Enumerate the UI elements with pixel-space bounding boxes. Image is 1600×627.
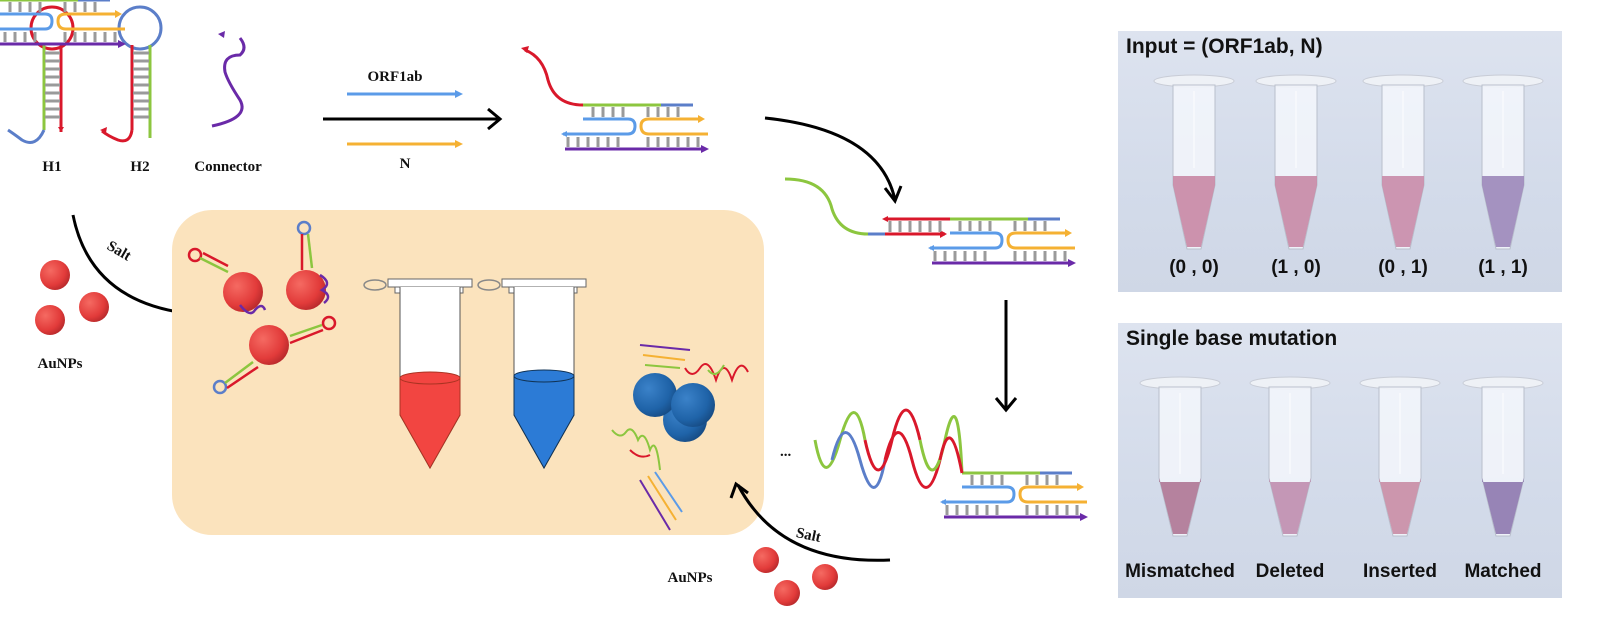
complex-middle: [784, 177, 1078, 269]
reaction-panel: [172, 210, 764, 535]
photo-panel-logic-inputs: Input = (ORF1ab, N) (0 , 0) (1 , 0) (0 , 1…: [1118, 31, 1562, 292]
curved-arrow-icon: [764, 116, 897, 201]
tube-photo: [1462, 376, 1544, 537]
curved-arrowhead-icon: [883, 185, 903, 205]
tube-photo: [1462, 74, 1544, 250]
salt-label-top: Salt: [104, 238, 134, 264]
tube-blue-aggregated: [477, 278, 587, 470]
salt-arrow-bottom-icon: [736, 484, 891, 562]
tube-photo: [1139, 376, 1221, 537]
h1-hairpin-icon: [7, 5, 75, 144]
tube-label: (0 , 0): [1169, 257, 1219, 278]
orf1ab-arrowhead-icon: [455, 90, 463, 98]
photo-panel-mutation: Single base mutation Mismatched Deleted In…: [1118, 323, 1562, 598]
aunp-cluster-bottom: [753, 547, 838, 606]
tube-label: (0 , 1): [1378, 257, 1428, 278]
tube-photo: [1362, 74, 1444, 250]
aggregated-aunps: [611, 344, 749, 531]
photo-panel-title: Input = (ORF1ab, N): [1126, 35, 1323, 58]
tube-photo: [1153, 74, 1235, 250]
h2-label: H2: [130, 159, 149, 175]
tube-label: (1 , 1): [1478, 257, 1528, 278]
aunp-icon: [35, 305, 65, 335]
down-arrowhead-icon: [994, 397, 1018, 413]
connector-label: Connector: [194, 159, 262, 175]
tube-photo: [1359, 376, 1441, 537]
aunps-label-left: AuNPs: [37, 356, 82, 372]
reaction-arrowhead-icon: [487, 107, 503, 131]
complex-bottom: [938, 471, 1090, 523]
salt-arrow-icon: [71, 214, 186, 315]
tube-photo: [1249, 376, 1331, 537]
n-arrowhead-icon: [455, 140, 463, 148]
complex-top: [521, 46, 711, 155]
dispersed-aunps: [187, 220, 337, 395]
connector-strand-icon: [211, 31, 246, 128]
orf1ab-label: ORF1ab: [367, 69, 422, 85]
tube-label: (1 , 0): [1271, 257, 1321, 278]
tube-label: Mismatched: [1125, 561, 1235, 582]
aunps-label-bottom: AuNPs: [667, 570, 712, 586]
ellipsis-label: ...: [780, 444, 792, 460]
tube-label: Deleted: [1255, 561, 1325, 582]
photo-panel-title: Single base mutation: [1126, 327, 1338, 350]
dna-complex-icon: [0, 0, 126, 48]
h1-label: H1: [42, 159, 61, 175]
aunp-cluster-left: [35, 260, 109, 335]
dna-helix-icon: [813, 408, 964, 489]
tube-photo: [1255, 74, 1337, 250]
salt-label-bottom: Salt: [794, 525, 822, 546]
salt-arrowhead-bottom-icon: [729, 481, 749, 499]
tube-label: Matched: [1464, 561, 1542, 582]
h2-hairpin-icon: [100, 5, 163, 143]
tube-label: Inserted: [1363, 561, 1437, 582]
tube-red-dispersed: [363, 278, 473, 470]
aunp-icon: [40, 260, 70, 290]
aunp-icon: [79, 292, 109, 322]
n-label: N: [400, 156, 411, 172]
